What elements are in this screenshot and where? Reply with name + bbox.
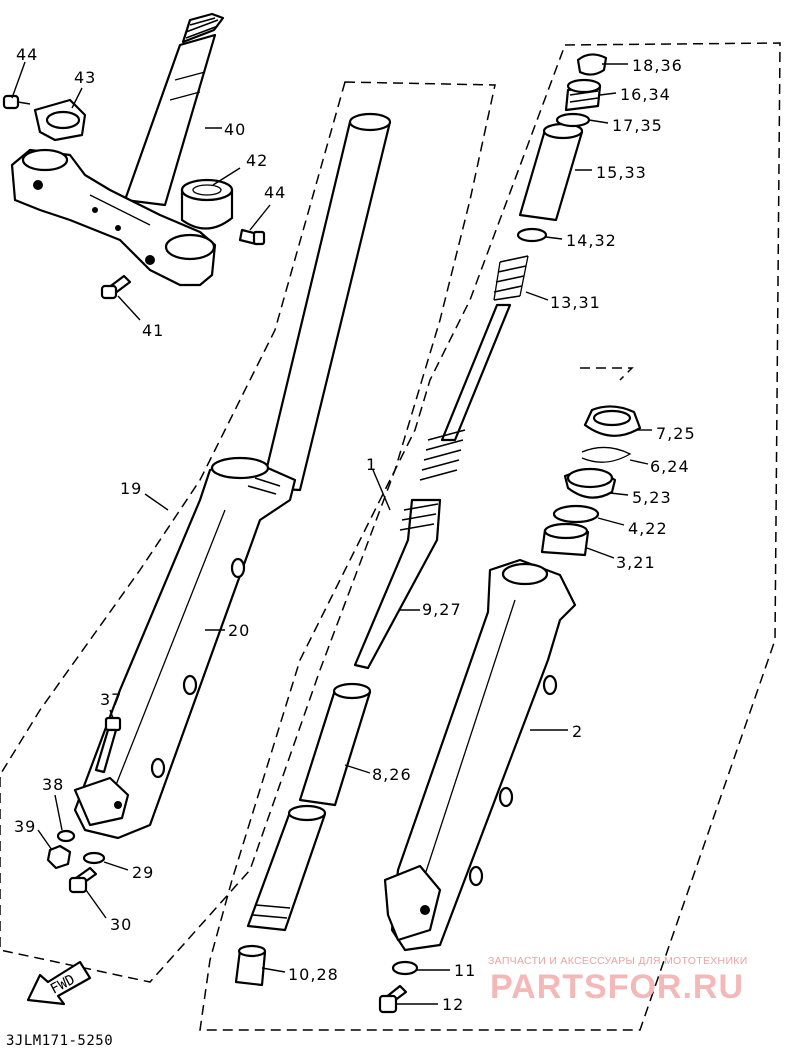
fwd-arrow — [26, 960, 92, 1006]
callout-3-21: 3,21 — [616, 553, 656, 572]
washer-4 — [552, 504, 600, 524]
diagram-code: 3JLM171-5250 — [6, 1033, 114, 1049]
bolt-37 — [94, 716, 122, 774]
callout-43: 43 — [74, 68, 96, 87]
callout-44-right: 44 — [264, 183, 286, 202]
callout-6-24: 6,24 — [650, 457, 690, 476]
callout-38: 38 — [42, 775, 64, 794]
callout-16-34: 16,34 — [620, 85, 671, 104]
o-ring-17 — [555, 112, 591, 128]
callout-10-28: 10,28 — [288, 965, 339, 984]
callout-13-31: 13,31 — [550, 293, 601, 312]
callout-39: 39 — [14, 817, 36, 836]
inner-tube-left — [260, 112, 392, 492]
bushing-3 — [540, 522, 590, 557]
outer-tube-right — [383, 558, 577, 952]
collar — [180, 178, 234, 230]
callout-labels: 18,36 16,34 17,35 15,33 14,32 13,31 7,25… — [14, 45, 696, 1014]
clip-6 — [581, 446, 632, 463]
bolt-44-right — [238, 228, 266, 246]
callout-2: 2 — [572, 722, 583, 741]
callout-1: 1 — [366, 455, 377, 474]
callout-29: 29 — [132, 863, 154, 882]
callout-42: 42 — [246, 151, 268, 170]
damper-rod — [353, 498, 442, 670]
callout-8-26: 8,26 — [372, 765, 412, 784]
callout-19: 19 — [120, 479, 142, 498]
inner-dashed-boundary — [580, 367, 634, 381]
washer-11 — [391, 960, 419, 976]
left-fork-dashed-boundary — [0, 81, 496, 983]
stem-clamp — [33, 98, 87, 142]
cap-bolt-16 — [564, 78, 602, 112]
callout-40: 40 — [224, 120, 246, 139]
callout-37: 37 — [100, 690, 122, 709]
callout-15-33: 15,33 — [596, 163, 647, 182]
callout-18-36: 18,36 — [632, 56, 683, 75]
bolt-30 — [68, 866, 98, 894]
bolt-41 — [100, 274, 132, 300]
bolt-12 — [378, 984, 408, 1014]
watermark-tagline: ЗАПЧАСТИ И АКСЕССУАРЫ ДЛЯ МОТОТЕХНИКИ — [488, 955, 748, 967]
washer-14 — [516, 227, 548, 243]
watermark-logo: PARTSFOR.RU — [490, 968, 745, 1006]
washer-29 — [82, 851, 106, 865]
callout-5-23: 5,23 — [632, 488, 672, 507]
cap-18 — [576, 53, 608, 76]
oil-seal-5 — [563, 467, 617, 499]
under-bracket — [10, 148, 217, 287]
callout-4-22: 4,22 — [628, 519, 668, 538]
callout-41: 41 — [142, 321, 164, 340]
callout-9-27: 9,27 — [422, 600, 462, 619]
washer-38 — [56, 829, 76, 843]
oil-lock-piece — [234, 944, 267, 987]
fork-spring-top — [493, 255, 529, 301]
outer-tube-left — [73, 456, 297, 840]
callout-20: 20 — [228, 621, 250, 640]
leader-lines — [11, 61, 652, 1005]
lower-tube-10 — [246, 804, 327, 932]
callout-44-left: 44 — [16, 45, 38, 64]
callout-17-35: 17,35 — [612, 116, 663, 135]
nut-39 — [46, 844, 72, 870]
right-fork-dashed-boundary — [199, 42, 781, 1031]
dust-seal-7 — [583, 405, 642, 437]
spacer-15 — [518, 122, 584, 222]
callout-12: 12 — [442, 995, 464, 1014]
callout-30: 30 — [110, 915, 132, 934]
callout-11: 11 — [454, 961, 476, 980]
bolt-44-upper — [2, 94, 31, 110]
callout-7-25: 7,25 — [656, 424, 696, 443]
callout-14-32: 14,32 — [566, 231, 617, 250]
damper-spring — [419, 303, 512, 481]
slide-tube-8 — [298, 682, 372, 807]
steering-stem — [123, 12, 225, 207]
